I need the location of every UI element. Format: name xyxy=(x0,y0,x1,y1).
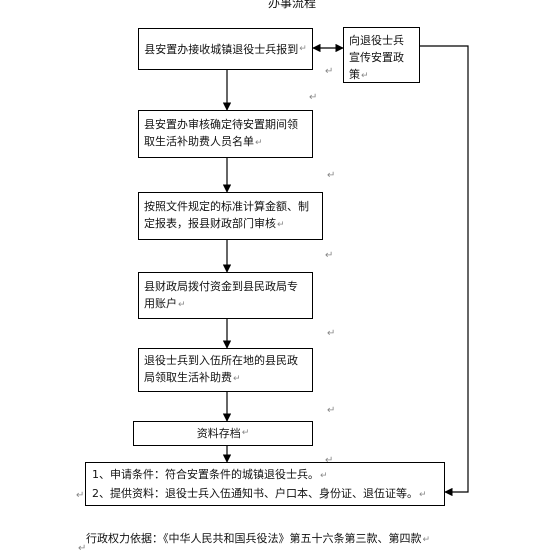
conditions-box: 1、申请条件：符合安置条件的城镇退役士兵。↵ 2、提供资料：退役士兵入伍通知书、… xyxy=(85,462,445,506)
return-mark: ↵ xyxy=(325,250,334,261)
return-mark: ↵ xyxy=(325,455,334,466)
return-mark: ↵ xyxy=(327,170,336,181)
return-mark: ↵ xyxy=(76,490,85,501)
edge-publicize-conditions xyxy=(420,45,469,497)
node-report: 县安置办接收城镇退役士兵报到↵ xyxy=(138,28,313,70)
return-mark: ↵ xyxy=(327,405,336,416)
return-mark: ↵ xyxy=(325,66,334,77)
node-allocate: 县财政局拨付资金到县民政局专用账户↵ xyxy=(138,272,313,319)
conditions-line-2: 2、提供资料：退役士兵入伍通知书、户口本、身份证、退伍证等。↵ xyxy=(92,487,427,500)
legal-basis: 行政权力依据：《中华人民共和国兵役法》第五十六条第三款、第四款↵ xyxy=(86,532,431,545)
node-calculate: 按照文件规定的标准计算金额、制定报表，报县财政部门审核↵ xyxy=(138,192,323,240)
header-fragment: 办事流程 xyxy=(268,0,317,10)
node-collect: 退役士兵到入伍所在地的县民政局领取生活补助费↵ xyxy=(138,348,313,392)
node-review: 县安置办审核确定待安置期间领取生活补助费人员名单↵ xyxy=(138,110,313,158)
conditions-line-1: 1、申请条件：符合安置条件的城镇退役士兵。↵ xyxy=(92,468,328,481)
node-archive: 资料存档↵ xyxy=(133,421,313,446)
node-publicize: 向退役士兵宣传安置政策↵ xyxy=(343,27,420,83)
return-mark: ↵ xyxy=(327,328,336,339)
return-mark: ↵ xyxy=(78,543,87,554)
return-mark: ↵ xyxy=(309,92,318,103)
